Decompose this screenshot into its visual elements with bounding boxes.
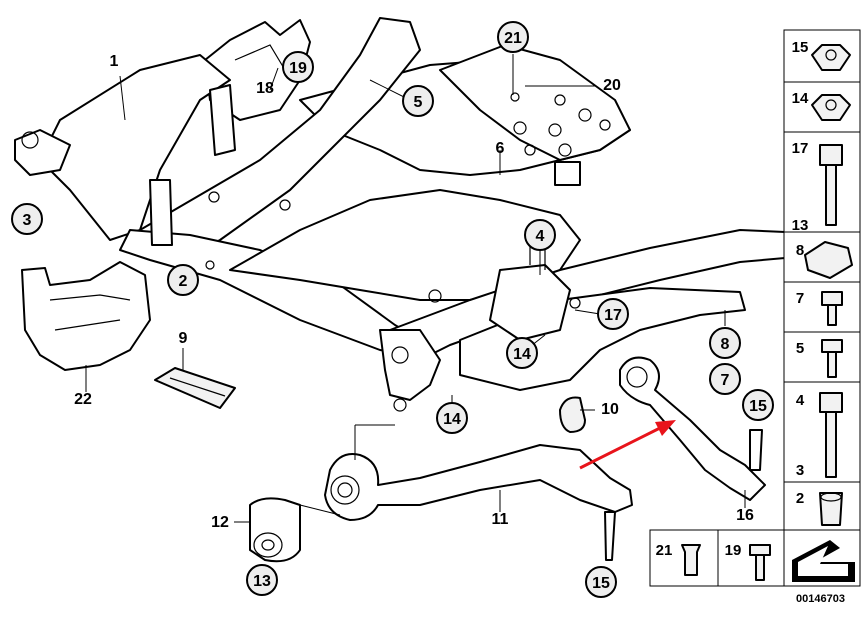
callout-14: 14	[506, 337, 538, 369]
callout-13: 13	[246, 564, 278, 596]
red-arrow	[579, 420, 676, 470]
callout-8: 8	[709, 327, 741, 359]
part-label-10: 10	[601, 401, 619, 418]
callout-circle	[436, 402, 468, 434]
part-label-9: 9	[179, 330, 188, 347]
callout-15: 15	[585, 566, 617, 598]
rubber-bushing-12	[249, 497, 301, 563]
callout-circle	[246, 564, 278, 596]
rubber-stop-10	[559, 396, 586, 433]
callout-2: 2	[167, 264, 199, 296]
callout-label: 5	[414, 94, 423, 111]
panel-label-17: 17	[792, 140, 809, 157]
front-axle-subframe-1	[14, 17, 786, 412]
part-label-20: 20	[603, 77, 621, 94]
part-label-1: 1	[110, 53, 119, 70]
callout-15: 15	[742, 389, 774, 421]
callout-19: 19	[282, 51, 314, 83]
callout-label: 8	[721, 336, 730, 353]
callout-label: 2	[179, 273, 188, 290]
callout-circle	[742, 389, 774, 421]
callout-label: 15	[592, 575, 610, 592]
part-label-16: 16	[736, 507, 754, 524]
wishbone-11	[324, 444, 633, 561]
callout-circle	[11, 203, 43, 235]
callout-17: 17	[597, 298, 629, 330]
arrow-icon	[792, 540, 855, 582]
panel-label-2: 2	[796, 490, 804, 507]
callout-21: 21	[497, 21, 529, 53]
callout-label: 4	[536, 228, 545, 245]
callout-7: 7	[709, 363, 741, 395]
tension-strut-16	[619, 356, 766, 501]
callout-circle	[506, 337, 538, 369]
panel-label-5: 5	[796, 340, 804, 357]
callout-3: 3	[11, 203, 43, 235]
bottom-panel-label-19: 19	[725, 542, 742, 559]
callout-label: 17	[604, 307, 622, 324]
engine-splash-guard-22	[21, 261, 151, 371]
diagram-number: 00146703	[796, 593, 845, 605]
part-label-12: 12	[211, 514, 229, 531]
callout-label: 14	[443, 411, 461, 428]
callout-label: 7	[721, 372, 730, 389]
part-label-18: 18	[256, 80, 274, 97]
fastener-panel	[783, 29, 861, 531]
panel-label-4: 4	[796, 392, 805, 409]
callout-circle	[709, 363, 741, 395]
callout-label: 19	[289, 60, 307, 77]
callout-circle	[524, 219, 556, 251]
panel-label-8: 8	[796, 242, 804, 259]
callout-circle	[282, 51, 314, 83]
callout-circle	[585, 566, 617, 598]
callout-layer: 21 19 5 3 2 4 17 14 14 8 7 15 13 15 1 18 20 6 9 22 10 12 11 16 1…	[11, 21, 809, 598]
panel-label-13: 13	[792, 217, 809, 234]
part-label-22: 22	[74, 391, 92, 408]
callout-label: 15	[749, 398, 767, 415]
callout-circle	[167, 264, 199, 296]
callout-label: 13	[253, 573, 271, 590]
callout-5: 5	[402, 85, 434, 117]
callout-circle	[709, 327, 741, 359]
callout-circle	[497, 21, 529, 53]
panel-label-15: 15	[792, 39, 809, 56]
callout-circle	[597, 298, 629, 330]
callout-circle	[402, 85, 434, 117]
panel-label-14: 14	[792, 90, 809, 107]
callout-label: 14	[513, 346, 531, 363]
bottom-panel-label-21: 21	[656, 542, 673, 559]
callout-label: 3	[23, 212, 32, 229]
part-label-11: 11	[492, 511, 509, 528]
callout-14: 14	[436, 402, 468, 434]
part-label-6: 6	[496, 140, 505, 157]
pad-9	[154, 367, 236, 409]
panel-label-7: 7	[796, 290, 804, 307]
bottom-fastener-panel	[649, 529, 861, 587]
panel-label-3: 3	[796, 462, 804, 479]
callout-label: 21	[504, 30, 522, 47]
callout-4: 4	[524, 219, 556, 251]
